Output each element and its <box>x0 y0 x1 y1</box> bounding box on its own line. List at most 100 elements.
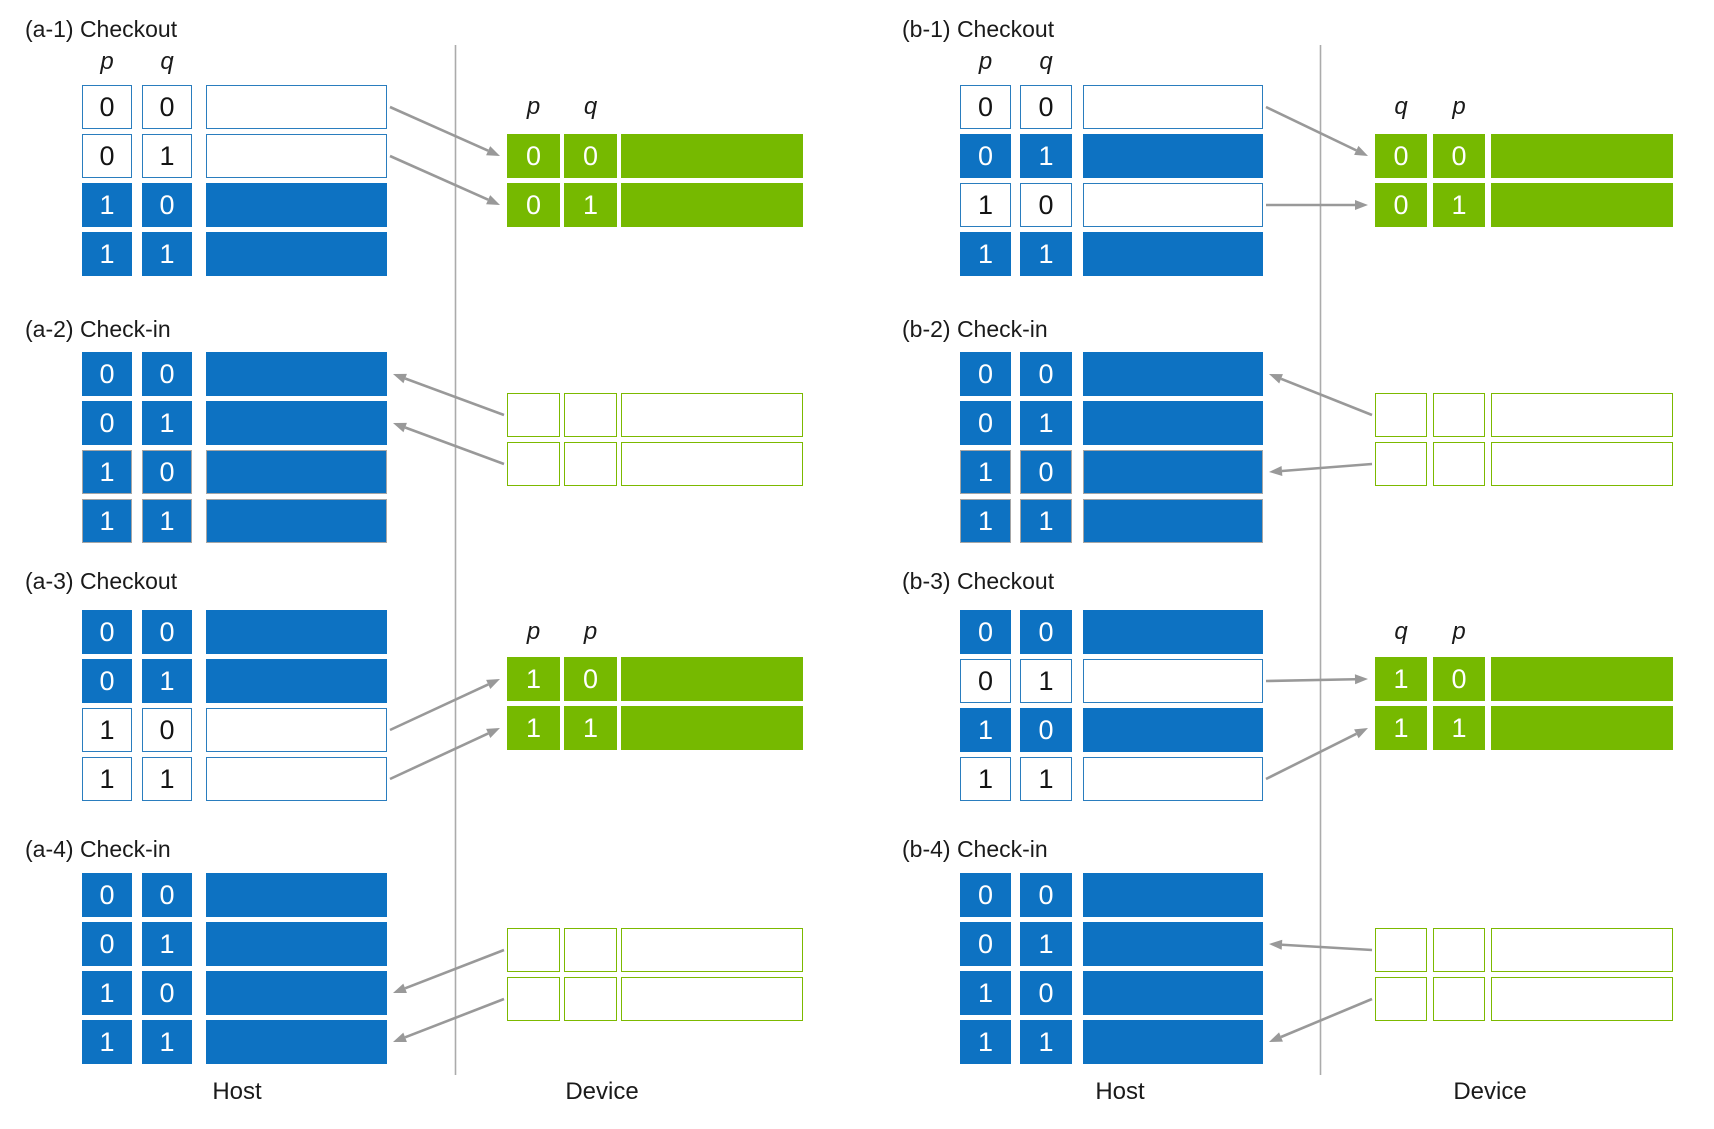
panel-title-b-3: (b-3) Checkout <box>902 568 1055 594</box>
device-index-cell-a-2-r1-c1 <box>564 442 617 486</box>
transfer-arrow-b-2-1-head <box>1269 466 1283 476</box>
host-index-cell-b-3-r3-c0: 1 <box>960 757 1011 801</box>
device-data-bar-b-3-r1 <box>1491 706 1673 750</box>
host-index-cell-b-3-r3-c1: 1 <box>1020 757 1072 801</box>
host-data-bar-a-2-r0 <box>206 352 387 396</box>
device-index-cell-b-3-r0-c1: 0 <box>1433 657 1485 701</box>
host-index-cell-b-4-r1-c0: 0 <box>960 922 1011 966</box>
transfer-arrow-a-1-0-head <box>486 146 500 156</box>
host-data-bar-b-4-r3 <box>1083 1020 1263 1064</box>
host-index-cell-b-2-r3-c1: 1 <box>1020 499 1072 543</box>
device-index-cell-b-2-r1-c0 <box>1375 442 1427 486</box>
device-index-cell-a-3-r0-c1: 0 <box>564 657 617 701</box>
device-column-header-b-3-1: p <box>1452 618 1466 645</box>
transfer-arrow-b-2-0-line <box>1280 377 1373 417</box>
device-index-cell-a-1-r0-c0: 0 <box>507 134 560 178</box>
device-data-bar-b-2-r1 <box>1491 442 1673 486</box>
host-index-cell-b-2-r2-c1: 0 <box>1020 450 1072 494</box>
host-index-cell-b-1-r0-c1: 0 <box>1020 85 1072 129</box>
host-index-cell-b-2-r1-c1: 1 <box>1020 401 1072 445</box>
transfer-arrow-a-3-1-head <box>486 728 500 739</box>
transfer-arrow-b-2-1-line <box>1281 462 1373 473</box>
panel-title-b-1: (b-1) Checkout <box>902 16 1055 42</box>
host-index-cell-a-1-r2-c0: 1 <box>82 183 132 227</box>
host-index-cell-a-3-r3-c1: 1 <box>142 757 192 801</box>
host-data-bar-a-1-r1 <box>206 134 387 178</box>
host-data-bar-a-4-r2 <box>206 971 387 1015</box>
transfer-arrow-a-3-1-line <box>389 732 489 781</box>
panel-title-a-1: (a-1) Checkout <box>25 16 178 42</box>
device-index-cell-a-3-r0-c0: 1 <box>507 657 560 701</box>
host-index-cell-b-3-r2-c0: 1 <box>960 708 1011 752</box>
device-data-bar-a-3-r0 <box>621 657 803 701</box>
device-index-cell-a-3-r1-c0: 1 <box>507 706 560 750</box>
host-index-cell-b-4-r3-c1: 1 <box>1020 1020 1072 1064</box>
device-column-header-b-1-1: p <box>1452 93 1466 120</box>
host-data-bar-b-3-r1 <box>1083 659 1263 703</box>
host-index-cell-b-4-r0-c0: 0 <box>960 873 1011 917</box>
transfer-arrow-b-3-0-line <box>1265 677 1356 683</box>
host-index-cell-a-1-r0-c0: 0 <box>82 85 132 129</box>
host-data-bar-a-1-r2 <box>206 183 387 227</box>
host-index-cell-b-1-r0-c0: 0 <box>960 85 1011 129</box>
device-data-bar-a-1-r0 <box>621 134 803 178</box>
transfer-arrow-b-4-0-head <box>1269 939 1283 950</box>
device-index-cell-b-1-r0-c1: 0 <box>1433 134 1485 178</box>
panel-title-a-2: (a-2) Check-in <box>25 316 171 342</box>
host-data-bar-a-3-r2 <box>206 708 387 752</box>
host-index-cell-b-1-r1-c0: 0 <box>960 134 1011 178</box>
device-data-bar-a-2-r0 <box>621 393 803 437</box>
device-zone-label-b: Device <box>1453 1078 1527 1105</box>
host-data-bar-b-4-r2 <box>1083 971 1263 1015</box>
device-index-cell-a-4-r1-c1 <box>564 977 617 1021</box>
device-index-cell-b-3-r1-c1: 1 <box>1433 706 1485 750</box>
host-index-cell-a-2-r0-c1: 0 <box>142 352 192 396</box>
host-index-cell-b-1-r2-c1: 0 <box>1020 183 1072 227</box>
host-index-cell-b-2-r0-c0: 0 <box>960 352 1011 396</box>
host-index-cell-b-1-r1-c1: 1 <box>1020 134 1072 178</box>
transfer-arrow-a-4-1-head <box>393 1032 407 1042</box>
host-index-cell-b-2-r0-c1: 0 <box>1020 352 1072 396</box>
host-data-bar-b-2-r3 <box>1083 499 1263 543</box>
device-index-cell-a-4-r0-c1 <box>564 928 617 972</box>
device-data-bar-a-2-r1 <box>621 442 803 486</box>
host-index-cell-b-3-r2-c1: 0 <box>1020 708 1072 752</box>
transfer-arrow-a-2-0-line <box>404 377 505 417</box>
host-data-bar-b-4-r1 <box>1083 922 1263 966</box>
device-index-cell-b-4-r0-c1 <box>1433 928 1485 972</box>
device-data-bar-a-1-r1 <box>621 183 803 227</box>
device-index-cell-a-1-r1-c0: 0 <box>507 183 560 227</box>
host-index-cell-a-4-r2-c1: 0 <box>142 971 192 1015</box>
device-index-cell-b-2-r0-c0 <box>1375 393 1427 437</box>
host-index-cell-a-2-r1-c1: 1 <box>142 401 192 445</box>
device-index-cell-b-1-r1-c1: 1 <box>1433 183 1485 227</box>
host-data-bar-a-2-r1 <box>206 401 387 445</box>
host-index-cell-b-4-r3-c0: 1 <box>960 1020 1011 1064</box>
host-data-bar-b-2-r1 <box>1083 401 1263 445</box>
transfer-arrow-b-4-1-line <box>1280 997 1373 1039</box>
transfer-arrow-b-3-0-head <box>1354 674 1368 685</box>
host-data-bar-b-1-r2 <box>1083 183 1263 227</box>
host-index-cell-a-4-r3-c1: 1 <box>142 1020 192 1064</box>
host-index-cell-a-4-r1-c0: 0 <box>82 922 132 966</box>
transfer-arrow-b-4-0-line <box>1281 943 1373 952</box>
host-column-header-b-1-0: p <box>978 48 993 75</box>
host-data-bar-a-4-r0 <box>206 873 387 917</box>
host-data-bar-a-3-r1 <box>206 659 387 703</box>
host-data-bar-a-2-r3 <box>206 499 387 543</box>
host-column-header-b-1-1: q <box>1039 48 1053 75</box>
host-index-cell-a-1-r0-c1: 0 <box>142 85 192 129</box>
host-index-cell-a-3-r0-c1: 0 <box>142 610 192 654</box>
host-data-bar-b-3-r3 <box>1083 757 1263 801</box>
host-index-cell-a-3-r3-c0: 1 <box>82 757 132 801</box>
panel-title-b-4: (b-4) Check-in <box>902 836 1048 862</box>
host-index-cell-a-2-r1-c0: 0 <box>82 401 132 445</box>
host-index-cell-a-2-r2-c0: 1 <box>82 450 132 494</box>
device-index-cell-a-4-r0-c0 <box>507 928 560 972</box>
device-index-cell-a-2-r0-c0 <box>507 393 560 437</box>
panel-title-b-2: (b-2) Check-in <box>902 316 1048 342</box>
panel-title-a-3: (a-3) Checkout <box>25 568 178 594</box>
host-index-cell-a-2-r2-c1: 0 <box>142 450 192 494</box>
host-data-bar-b-4-r0 <box>1083 873 1263 917</box>
transfer-arrow-b-2-0-head <box>1269 374 1283 384</box>
